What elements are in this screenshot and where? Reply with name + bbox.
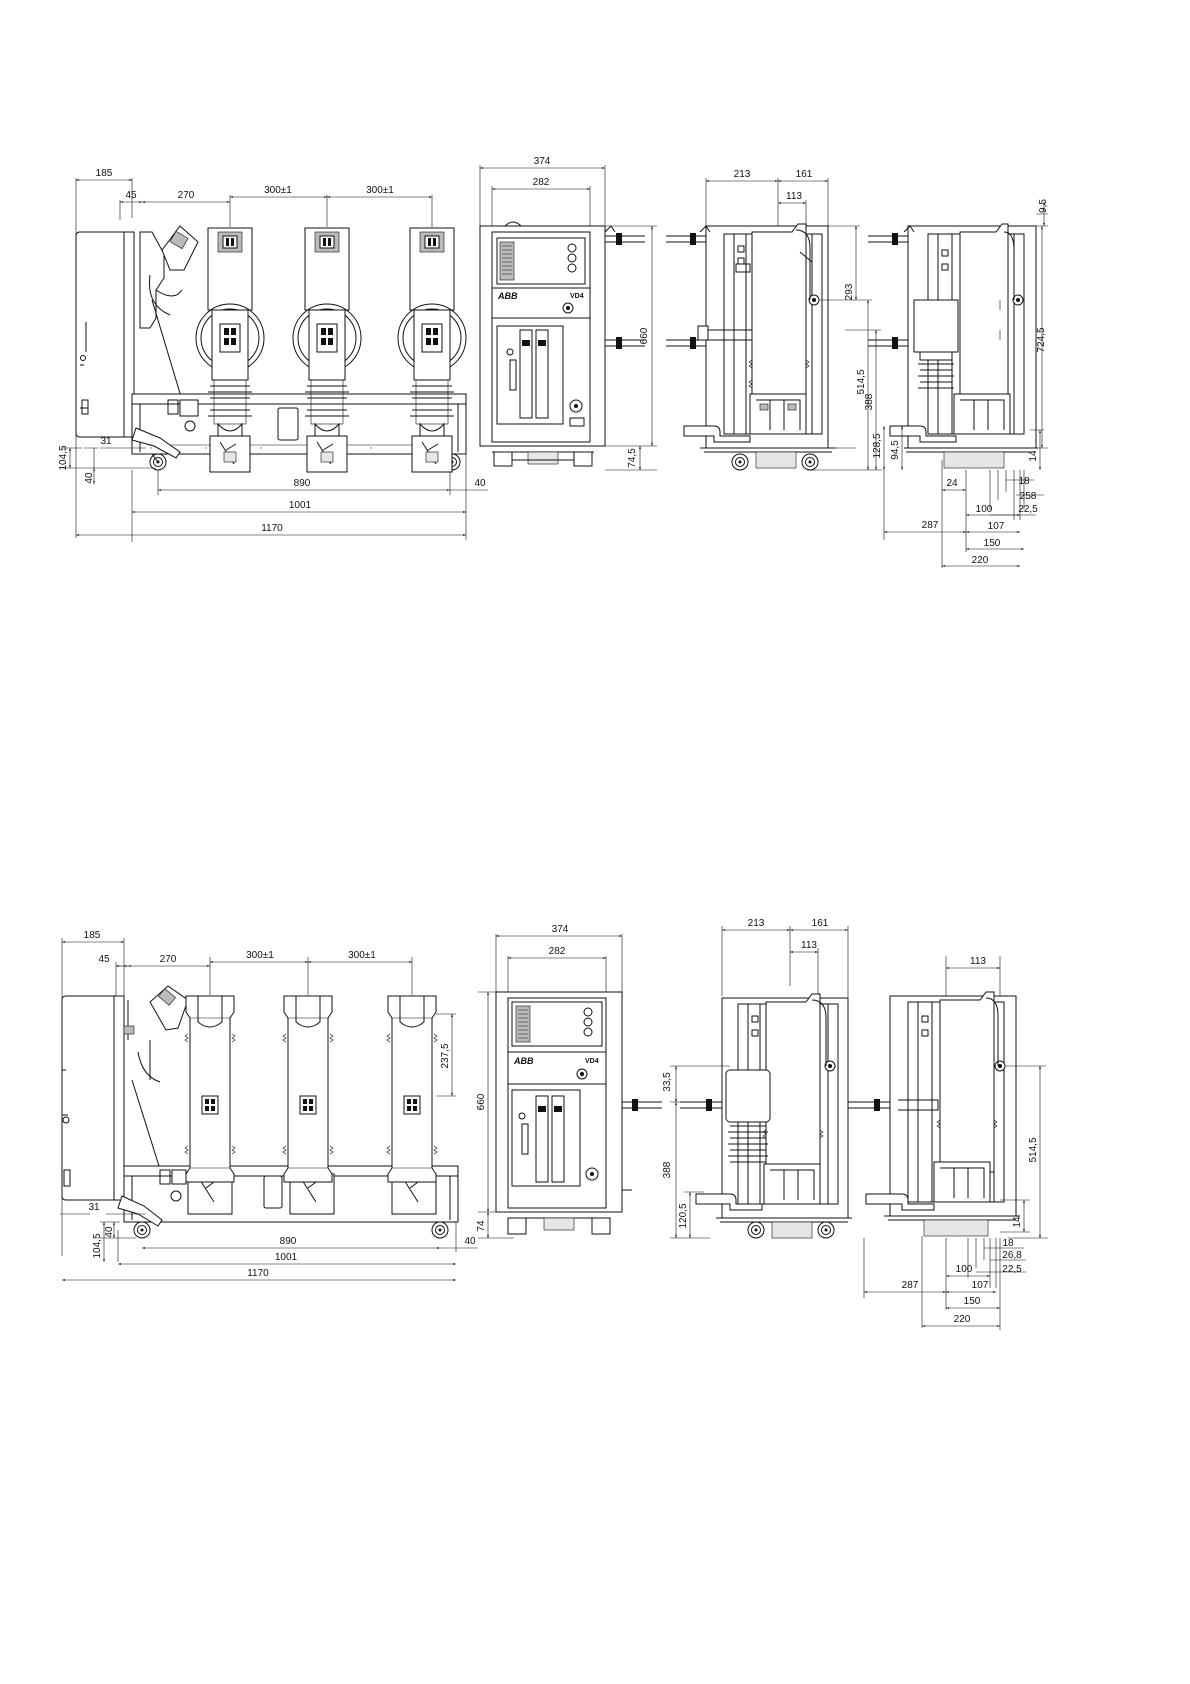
- brand-logo: ABB: [513, 1056, 534, 1066]
- dim-14: 14: [1028, 450, 1039, 462]
- dim-1170: 1170: [247, 1268, 269, 1279]
- dim-890: 890: [294, 478, 311, 489]
- dim-220: 220: [954, 1314, 971, 1325]
- dim-213: 213: [734, 169, 751, 180]
- dim-287: 287: [902, 1280, 919, 1291]
- dim-45: 45: [98, 954, 110, 965]
- dim-293: 293: [844, 283, 855, 300]
- dim-300-b: 300±1: [348, 950, 376, 961]
- dim-14: 14: [1012, 1216, 1023, 1228]
- dim-107: 107: [972, 1280, 989, 1291]
- view1-contact-arms: [604, 225, 645, 349]
- dim-22-5: 22,5: [1002, 1264, 1022, 1275]
- brand-logo: ABB: [497, 291, 518, 301]
- dim-282: 282: [549, 946, 566, 957]
- dim-18: 18: [1002, 1238, 1014, 1249]
- dim-107: 107: [988, 521, 1005, 532]
- dim-270: 270: [178, 190, 195, 201]
- dim-104-5: 104,5: [92, 1233, 103, 1258]
- dim-40-right: 40: [464, 1236, 476, 1247]
- dim-31: 31: [100, 436, 112, 447]
- view2-side-view: 213 161 113 33,5 388 120,5: [662, 918, 852, 1239]
- dim-287: 287: [922, 520, 939, 531]
- dim-150: 150: [964, 1296, 981, 1307]
- dim-94-5: 94,5: [890, 440, 901, 460]
- dim-22-5: 22,5: [1018, 504, 1038, 515]
- dim-1001: 1001: [275, 1252, 298, 1263]
- dim-26-8: 26,8: [1002, 1250, 1022, 1261]
- dim-388: 388: [662, 1161, 673, 1178]
- dim-213: 213: [748, 918, 765, 929]
- dim-258: 258: [1020, 491, 1037, 502]
- dim-282: 282: [533, 177, 550, 188]
- dim-220: 220: [972, 555, 989, 566]
- dim-104-5: 104,5: [58, 445, 69, 470]
- dim-514-5: 514,5: [1028, 1137, 1039, 1162]
- view1-side-view: 213 161 113 293 514,5 388 128,5: [666, 169, 885, 471]
- view2-front-elevation: 185 45 270 300±1 300±1 237,5 31 104,5 40…: [60, 930, 478, 1281]
- dim-120-5: 120,5: [678, 1203, 689, 1228]
- dim-74: 74: [476, 1220, 487, 1232]
- model-label: VD4: [585, 1058, 599, 1065]
- dim-237-5: 237,5: [440, 1043, 451, 1068]
- dim-100: 100: [956, 1264, 973, 1275]
- dim-100: 100: [976, 504, 993, 515]
- dim-514-5: 514,5: [856, 369, 867, 394]
- dim-128-5: 128,5: [872, 433, 883, 458]
- dim-113: 113: [801, 940, 817, 951]
- dim-374: 374: [534, 156, 551, 167]
- dim-161: 161: [796, 169, 813, 180]
- dim-24: 24: [946, 478, 958, 489]
- view1-front-elevation: 185 45 270 300±1 300±1 104,5 31 40 890 4…: [58, 168, 488, 542]
- dim-185: 185: [96, 168, 113, 179]
- dim-300-b: 300±1: [366, 185, 394, 196]
- dim-150: 150: [984, 538, 1001, 549]
- dim-18: 18: [1018, 476, 1030, 487]
- dim-1170: 1170: [261, 523, 283, 534]
- dim-660: 660: [639, 327, 650, 344]
- dim-113: 113: [970, 956, 986, 967]
- dim-40: 40: [84, 472, 95, 484]
- dim-40: 40: [104, 1226, 115, 1238]
- view1-side-view-2: 9,5 724,5 94,5 14 18 24 258 100 22,5 287…: [868, 199, 1049, 568]
- dim-40-right: 40: [474, 478, 486, 489]
- dim-374: 374: [552, 924, 569, 935]
- view2-side-view-2: 113 514,5 14 18 26,8 100 22,5 287 107 15…: [848, 956, 1048, 1330]
- dim-45: 45: [125, 190, 137, 201]
- dim-270: 270: [160, 954, 177, 965]
- model-label: VD4: [570, 293, 584, 300]
- dim-33-5: 33,5: [662, 1072, 673, 1092]
- dim-31: 31: [88, 1202, 100, 1213]
- view1-panel-view: ABB VD4 374 282 660 74,5: [479, 156, 657, 471]
- dim-185: 185: [84, 930, 101, 941]
- dim-388: 388: [864, 393, 875, 410]
- dim-1001: 1001: [289, 500, 312, 511]
- view2-panel-view: ABB VD4 374 282 660 74: [476, 924, 662, 1239]
- dim-724-5: 724,5: [1036, 327, 1047, 352]
- dim-74-5: 74,5: [627, 448, 638, 468]
- dim-300-a: 300±1: [264, 185, 292, 196]
- dim-113: 113: [786, 191, 802, 202]
- dim-300-a: 300±1: [246, 950, 274, 961]
- dim-660: 660: [476, 1093, 487, 1110]
- dim-161: 161: [812, 918, 829, 929]
- dim-9-5: 9,5: [1038, 199, 1049, 213]
- dim-890: 890: [280, 1236, 297, 1247]
